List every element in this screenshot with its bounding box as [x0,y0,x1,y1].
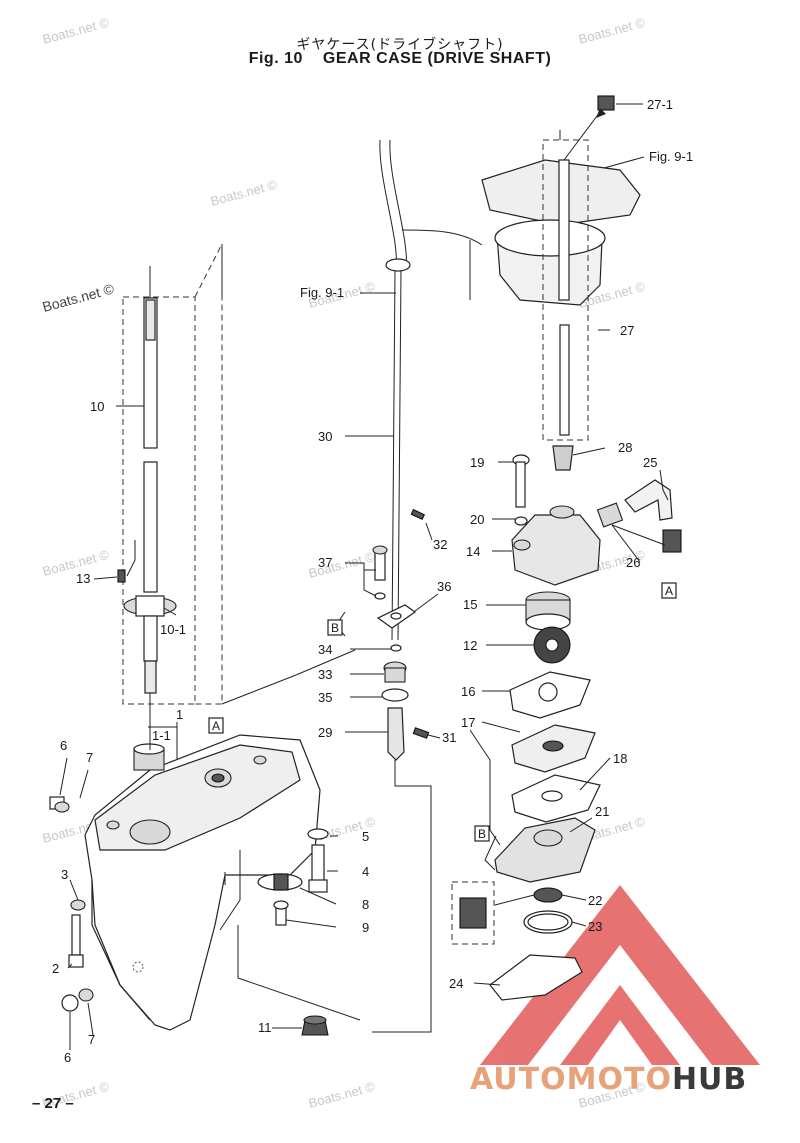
watermark: Boats.net © [41,15,111,47]
callout-28: 28 [618,440,632,455]
gear-case-fasteners [49,796,94,1012]
callout-6-bottom: 6 [64,1050,71,1065]
callout-fig9-1-top: Fig. 9-1 [649,149,693,164]
upper-casing [481,95,641,441]
title-english: Fig. 10 GEAR CASE (DRIVE SHAFT) [0,50,800,68]
callout-22: 22 [588,893,602,908]
logo-triangle-mark [480,885,760,1065]
callout-6-top: 6 [60,738,67,753]
reference-boxes: A A B B [208,582,677,842]
callout-labels: 27-1 Fig. 9-1 Fig. 9-1 27 10 28 19 25 30… [52,97,693,1065]
callout-16: 16 [461,684,475,699]
callout-4: 4 [362,864,369,879]
callout-1-1: 1-1 [152,728,171,743]
callout-35: 35 [318,690,332,705]
callout-5: 5 [362,829,369,844]
logo-wordmark: AUTOMOTOHUB [470,1062,747,1097]
callout-14: 14 [466,544,480,559]
callout-19: 19 [470,455,484,470]
drive-shaft-assembly [117,243,223,720]
callout-11: 11 [258,1020,272,1035]
callout-21: 21 [595,804,609,819]
callout-36: 36 [437,579,451,594]
callout-18: 18 [613,751,627,766]
logo-part-2: HUB [671,1062,748,1097]
callout-20: 20 [470,512,484,527]
callout-fig9-1-left: Fig. 9-1 [300,285,344,300]
figure-number: Fig. 10 [248,50,303,67]
callout-30: 30 [318,429,332,444]
callout-7-bottom: 7 [88,1032,95,1047]
box-label-b: B [331,621,339,635]
box-label-a: A [665,584,673,598]
callout-33: 33 [318,667,332,682]
figure-title: GEAR CASE (DRIVE SHAFT) [322,50,552,67]
callout-32: 32 [433,537,447,552]
callout-2: 2 [52,961,59,976]
callout-34: 34 [318,642,332,657]
watermark: Boats.net © [577,15,647,47]
box-label-b: B [478,827,486,841]
water-pump-parts [451,445,682,1001]
callout-3: 3 [61,867,68,882]
callout-26: 26 [626,555,640,570]
watermark: Boats.net © [209,177,279,209]
page-number: – 27 – [32,1095,74,1112]
callout-17: 17 [461,715,475,730]
callout-1: 1 [176,707,183,722]
box-label-a: A [212,719,220,733]
callout-25: 25 [643,455,657,470]
shift-rod-assembly [372,139,483,761]
callout-23: 23 [588,919,602,934]
callout-9: 9 [362,920,369,935]
callout-13: 13 [76,571,90,586]
callout-29: 29 [318,725,332,740]
lower-center-parts [257,828,329,1036]
callout-27: 27 [620,323,634,338]
gear-case-housing [84,734,321,1031]
callout-15: 15 [463,597,477,612]
callout-37: 37 [318,555,332,570]
callout-31: 31 [442,730,456,745]
callout-12: 12 [463,638,477,653]
callout-10: 10 [90,399,104,414]
logo-part-1: AUTOMOTO [470,1062,672,1097]
callout-8: 8 [362,897,369,912]
watermark: Boats.net © [307,1079,377,1111]
callout-10-1: 10-1 [160,622,186,637]
callout-7-top: 7 [86,750,93,765]
callout-27-1: 27-1 [647,97,673,112]
title-japanese: ギヤケース(ドライブシャフト) [296,37,504,53]
callout-24: 24 [449,976,463,991]
watermark-left: Boats.net © [41,280,117,315]
